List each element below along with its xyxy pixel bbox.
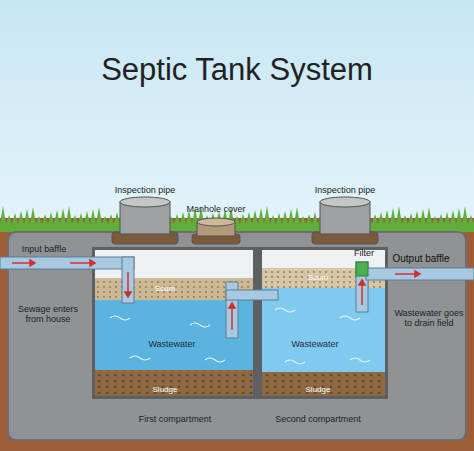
path-shape xyxy=(125,292,131,297)
rect-shape xyxy=(95,370,253,396)
path-shape xyxy=(190,323,210,327)
part-label: Scum xyxy=(293,273,343,282)
g-shape xyxy=(112,197,378,244)
path-shape xyxy=(340,316,360,320)
rect-shape xyxy=(356,262,368,276)
g-shape xyxy=(0,257,474,338)
path-shape xyxy=(275,308,295,312)
line-shape xyxy=(70,262,90,264)
path-shape xyxy=(130,356,150,360)
ellipse-shape xyxy=(320,197,370,207)
title: Septic Tank System xyxy=(0,52,474,88)
rect-shape xyxy=(262,372,385,396)
path-shape xyxy=(285,360,305,364)
part-label: First compartment xyxy=(115,414,235,424)
part-label: Sludge xyxy=(293,385,343,394)
part-label: Wastewater xyxy=(140,339,204,349)
part-label: Manhole cover xyxy=(171,204,261,214)
part-label: Input baffle xyxy=(4,244,84,254)
line-shape xyxy=(231,308,233,330)
g-shape xyxy=(110,308,370,364)
g-shape xyxy=(12,260,420,330)
path-shape xyxy=(110,316,130,320)
path-shape xyxy=(229,303,235,308)
rect-shape xyxy=(8,232,466,440)
path-shape xyxy=(359,280,365,285)
line-shape xyxy=(395,273,415,275)
part-label: Scum xyxy=(140,284,190,293)
line-shape xyxy=(12,262,30,264)
part-label: Output baffle xyxy=(376,253,466,265)
path-shape xyxy=(205,358,225,362)
line-shape xyxy=(361,285,363,305)
rect-shape xyxy=(95,370,253,396)
rect-shape xyxy=(366,268,474,280)
part-label: Inspection pipe xyxy=(100,185,190,195)
rect-shape xyxy=(0,0,474,230)
path-shape xyxy=(90,260,95,266)
path-shape xyxy=(30,260,35,266)
rect-shape xyxy=(95,250,253,396)
line-shape xyxy=(127,272,129,292)
rect-shape xyxy=(356,262,368,312)
rect-shape xyxy=(262,250,385,396)
path-shape xyxy=(415,271,420,277)
rect-shape xyxy=(92,247,388,399)
ellipse-shape xyxy=(197,218,235,226)
part-label: Wastewater goes to drain field xyxy=(394,308,464,329)
rect-shape xyxy=(226,290,278,300)
part-label: Sewage enters from house xyxy=(12,304,84,325)
part-label: Wastewater xyxy=(283,339,347,349)
rect-shape xyxy=(262,372,385,396)
path-shape xyxy=(350,358,370,362)
part-label: Filter xyxy=(344,248,384,258)
ellipse-shape xyxy=(120,197,170,207)
part-label: Sludge xyxy=(140,385,190,394)
rect-shape xyxy=(122,257,134,303)
part-label: Inspection pipe xyxy=(300,185,390,195)
rect-shape xyxy=(0,257,134,269)
part-label: Second compartment xyxy=(258,414,378,424)
rect-shape xyxy=(0,218,474,451)
